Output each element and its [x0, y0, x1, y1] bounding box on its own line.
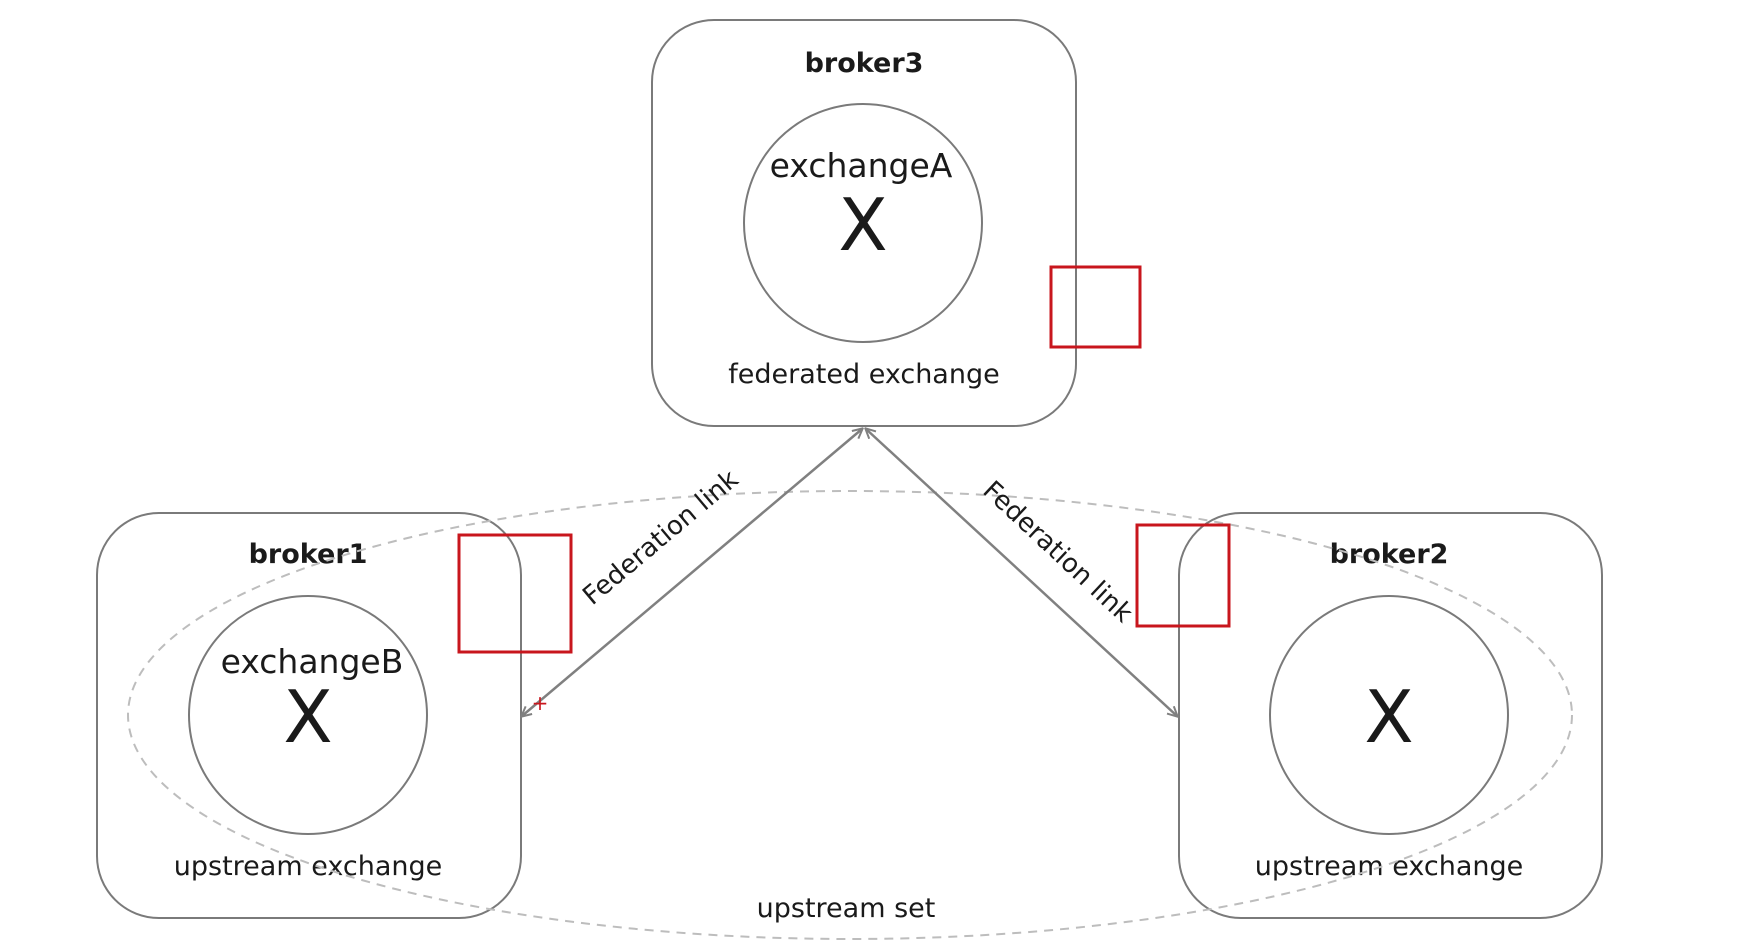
highlight-box-broker3: [1049, 265, 1142, 349]
broker2-role-label: upstream exchange: [1255, 851, 1523, 882]
broker3-title: broker3: [805, 48, 924, 79]
red-cross-marker: +: [532, 691, 549, 715]
broker3-role-label: federated exchange: [728, 359, 999, 390]
federation-link-left-label: Federation link: [577, 464, 744, 611]
federation-link-right: [866, 429, 1177, 716]
exchange-b-circle: [188, 595, 428, 835]
federation-link-left: [522, 429, 862, 716]
exchange-a-symbol: X: [838, 183, 887, 267]
exchange-b-name: exchangeB: [221, 642, 404, 681]
exchange-a-name: exchangeA: [770, 146, 953, 185]
highlight-box-broker1: [457, 533, 573, 654]
broker1-role-label: upstream exchange: [174, 851, 442, 882]
exchange-b-symbol: X: [283, 675, 332, 759]
exchange-c-circle: [1269, 595, 1509, 835]
highlight-box-broker2: [1135, 523, 1231, 628]
broker2-node: broker2 X upstream exchange: [1178, 512, 1603, 919]
exchange-c-symbol: X: [1364, 675, 1413, 759]
broker2-title: broker2: [1330, 539, 1449, 570]
broker3-node: broker3 exchangeA X federated exchange: [651, 19, 1077, 427]
broker1-node: broker1 exchangeB X upstream exchange: [96, 512, 522, 919]
exchange-a-circle: [743, 103, 983, 343]
upstream-set-label: upstream set: [757, 893, 936, 924]
